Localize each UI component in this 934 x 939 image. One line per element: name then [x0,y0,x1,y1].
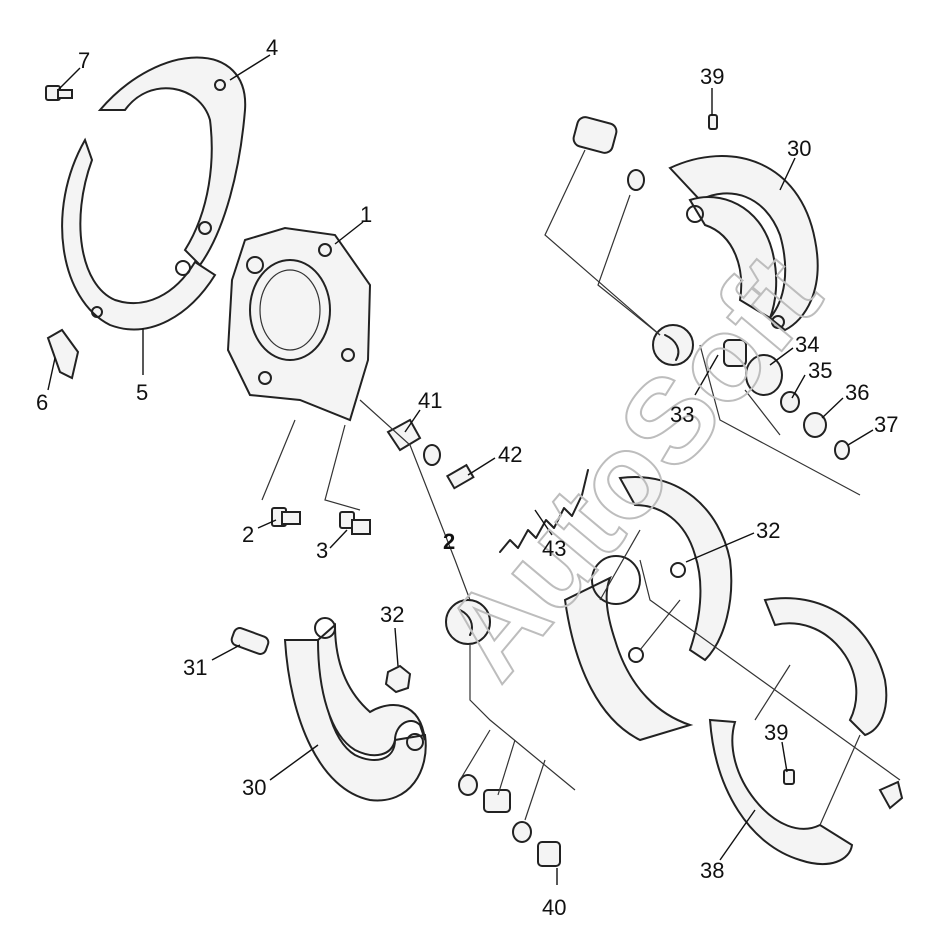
callout-39-top: 39 [700,64,724,89]
brake-shoe-upper-right [668,155,819,332]
brake-shoe-lower-left [283,617,427,802]
pin-top-right [572,116,645,191]
brake-shoe-lower-right [708,718,904,865]
bolt-3 [339,511,371,535]
clip-6 [46,328,80,380]
washer-35 [780,391,800,413]
callout-2-left: 2 [242,522,254,547]
callout-32-right: 32 [756,518,780,543]
callout-41: 41 [418,388,442,413]
plate-41 [386,418,422,452]
callout-43: 43 [542,536,566,561]
backing-plate [226,226,372,422]
callout-33: 33 [670,402,694,427]
screw-42 [445,463,475,490]
pin-40 [458,774,561,867]
callout-4: 4 [266,35,278,60]
brake-shoe-mid-left [563,475,733,742]
callout-labels: 7 4 39 30 1 34 35 36 37 33 6 5 41 42 2 3… [36,35,898,920]
dust-shield-lower [61,137,217,331]
callout-36: 36 [845,380,869,405]
bolt-2 [271,507,301,527]
callout-31: 31 [183,655,207,680]
callout-7: 7 [78,48,90,73]
clip-37 [834,440,850,460]
callout-1: 1 [360,202,372,227]
pin-31 [230,627,270,655]
anchor-right [652,324,694,366]
callout-39-bottom: 39 [764,720,788,745]
bushing-34 [723,339,783,396]
brake-shoe-mid-right [763,597,888,737]
screw-39a [708,114,718,130]
dust-shield-upper [97,56,247,267]
callout-34: 34 [795,332,819,357]
washer-42a [423,444,441,466]
assembly-lines [261,149,901,826]
callout-30-bottom: 30 [242,775,266,800]
callout-6: 6 [36,390,48,415]
callout-38: 38 [700,858,724,883]
bolt-7 [45,85,73,101]
spring-43 [499,469,589,553]
callout-5: 5 [136,380,148,405]
callout-42: 42 [498,442,522,467]
callout-35: 35 [808,358,832,383]
washer-36 [803,412,827,438]
callout-37: 37 [874,412,898,437]
anchor-plate [445,599,491,645]
callout-leaders [47,54,874,885]
callout-3: 3 [316,538,328,563]
nut-32-lower [384,664,412,694]
callout-2-bold: 2 [443,529,455,554]
callout-32-left: 32 [380,602,404,627]
callout-40: 40 [542,895,566,920]
callout-30-top: 30 [787,136,811,161]
